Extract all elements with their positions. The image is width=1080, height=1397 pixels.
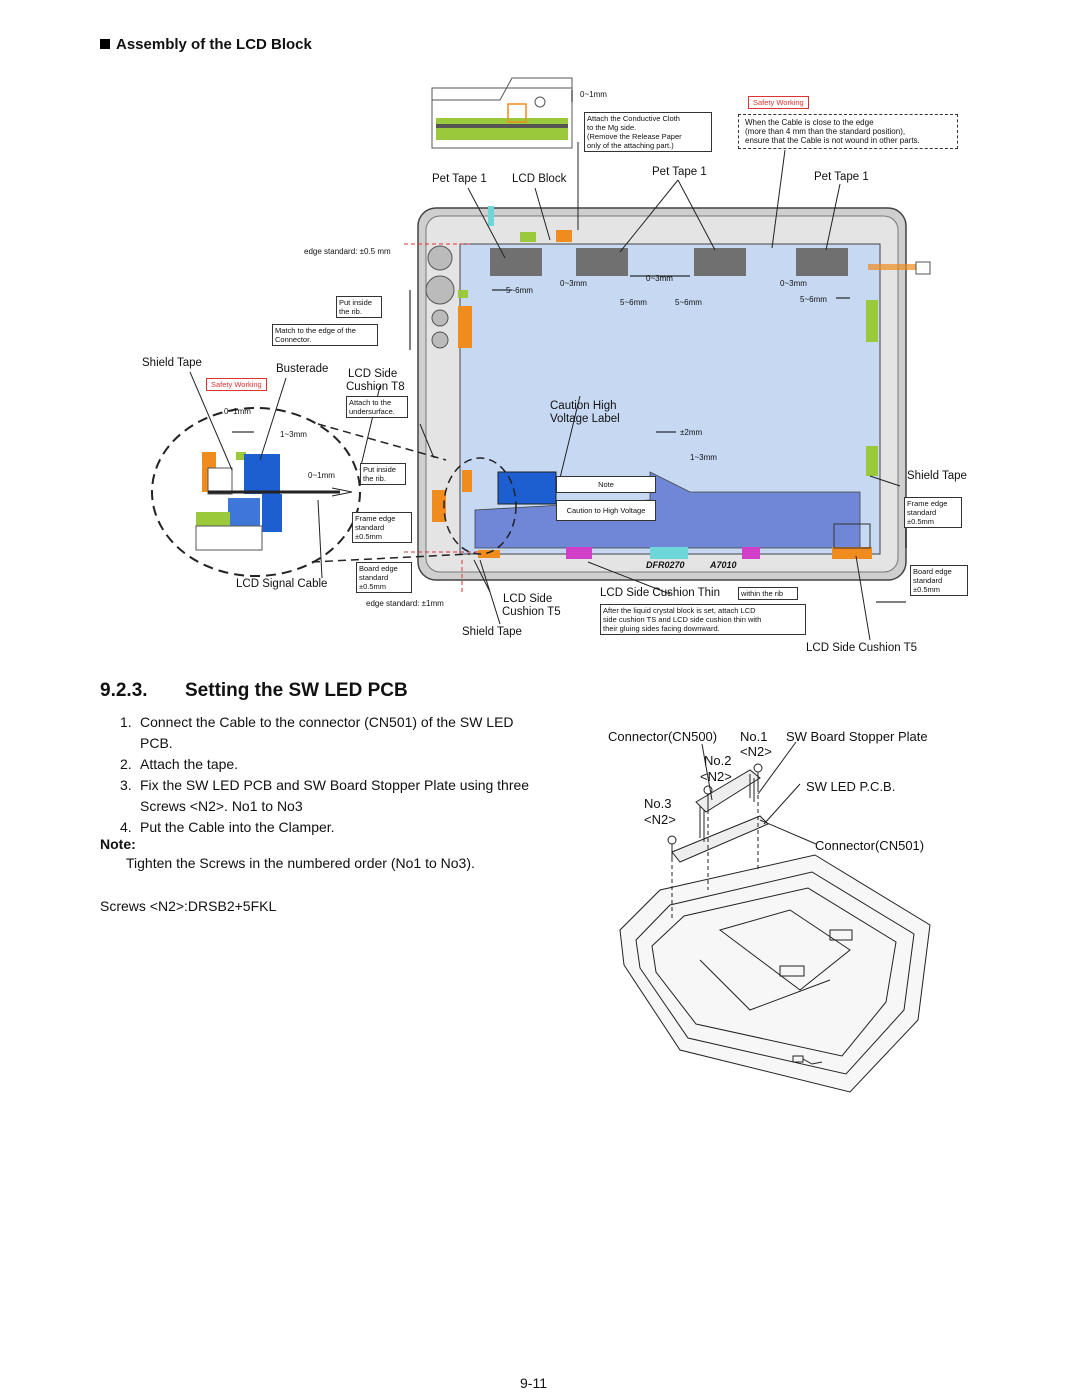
bullet-square-icon <box>100 39 110 49</box>
screws-spec: Screws <N2>:DRSB2+5FKL <box>100 898 277 914</box>
lcd-side-cushion-t5-label: LCD Side Cushion T5 <box>806 642 918 654</box>
edge-standard-label: edge standard: ±1mm <box>366 599 444 608</box>
lcd-signal-cable-label: LCD Signal Cable <box>236 578 328 590</box>
busterade-label: Busterade <box>276 363 329 375</box>
screw-order-label: No.1 <box>740 729 768 744</box>
note-box: Note <box>556 476 656 493</box>
lcd-side-cushion-t8-label: LCD Side <box>348 368 398 380</box>
step-item: 1. Connect the Cable to the connector (CN… <box>120 712 550 754</box>
lcd-side-cushion-thin-label: LCD Side Cushion Thin <box>600 587 720 599</box>
subsection-title: 9.2.3. Setting the SW LED PCB <box>100 680 408 702</box>
step-text: Attach the tape. <box>140 756 239 772</box>
stopper-plate-label: SW Board Stopper Plate <box>786 729 928 744</box>
screw-type-label: <N2> <box>700 769 732 784</box>
step-text: Put the Cable into the Clamper. <box>140 819 335 835</box>
within-rib-note: within the rib <box>738 587 798 600</box>
section-heading-text: Assembly of the LCD Block <box>116 36 312 53</box>
step-text: Fix the SW LED PCB and SW Board Stopper … <box>140 777 530 814</box>
dim-label: 0~1mm <box>308 471 335 480</box>
lcd-block-label: LCD Block <box>512 173 567 185</box>
cable-edge-note: When the Cable is close to the edge(more… <box>738 114 958 149</box>
steps-list: 1. Connect the Cable to the connector (CN… <box>120 712 550 838</box>
panel-code-label: A7010 <box>710 560 737 570</box>
dim-label: 1~3mm <box>690 453 717 462</box>
shield-tape-label: Shield Tape <box>907 470 967 482</box>
lcd-side-cushion-t5-label: LCD Side <box>503 593 553 605</box>
page-number: 9-11 <box>520 1375 547 1391</box>
dim-label: 0~3mm <box>560 279 587 288</box>
screw-type-label: <N2> <box>644 812 676 827</box>
subsection-title-text: Setting the SW LED PCB <box>185 680 408 701</box>
after-liquid-crystal-note: After the liquid crystal block is set, a… <box>600 604 806 635</box>
screw-order-label: No.3 <box>644 796 672 811</box>
panel-code-label: DFR0270 <box>646 560 685 570</box>
note-text: Tighten the Screws in the numbered order… <box>126 855 475 871</box>
pet-tape-label: Pet Tape 1 <box>432 173 487 185</box>
screw-order-label: No.2 <box>704 753 732 768</box>
step-number: 3. <box>120 777 132 793</box>
caution-high-voltage-box: Caution to High Voltage <box>556 500 656 521</box>
subsection-number: 9.2.3. <box>100 680 148 701</box>
dim-label: 5~6mm <box>675 298 702 307</box>
safety-working-badge: Safety Working <box>206 378 267 391</box>
caution-label: Voltage Label <box>550 413 620 425</box>
screw-type-label: <N2> <box>740 744 772 759</box>
dim-label: 5~6mm <box>506 286 533 295</box>
connector-cn501-label: Connector(CN501) <box>815 838 925 853</box>
dim-label: 0~3mm <box>646 274 673 283</box>
section-heading: Assembly of the LCD Block <box>100 36 312 53</box>
step-item: 3. Fix the SW LED PCB and SW Board Stoppe… <box>120 775 550 817</box>
step-number: 1. <box>120 714 132 730</box>
connector-cn500-label: Connector(CN500) <box>608 729 718 744</box>
step-item: 4. Put the Cable into the Clamper. <box>120 817 550 838</box>
dim-label: 0~1mm <box>580 90 607 99</box>
step-number: 2. <box>120 756 132 772</box>
dim-label: ±2mm <box>680 428 703 437</box>
lcd-side-cushion-t8-label: Cushion T8 <box>346 381 405 393</box>
step-text: Connect the Cable to the connector (CN50… <box>140 714 514 751</box>
shield-tape-label: Shield Tape <box>142 357 202 369</box>
pet-tape-label: Pet Tape 1 <box>814 171 869 183</box>
dim-label: 5~6mm <box>620 298 647 307</box>
caution-label: Caution High <box>550 400 617 412</box>
dim-label: 0~1mm <box>224 407 251 416</box>
shield-tape-label: Shield Tape <box>462 626 522 638</box>
dim-label: 0~3mm <box>780 279 807 288</box>
dim-label: 5~6mm <box>800 295 827 304</box>
safety-working-badge: Safety Working <box>748 96 809 109</box>
dim-label: 1~3mm <box>280 430 307 439</box>
sw-led-pcb-diagram <box>619 741 931 1093</box>
detail-zoom-callout <box>151 407 517 577</box>
lcd-frame <box>404 206 931 592</box>
step-number: 4. <box>120 819 132 835</box>
lcd-assembly-diagram <box>151 77 931 641</box>
edge-standard-label: edge standard: ±0.5 mm <box>304 247 391 256</box>
cross-section-inset <box>431 77 573 149</box>
lcd-side-cushion-t5-label: Cushion T5 <box>502 606 561 618</box>
sw-led-pcb-label: SW LED P.C.B. <box>806 779 896 794</box>
note-heading: Note: <box>100 836 136 852</box>
step-item: 2. Attach the tape. <box>120 754 550 775</box>
pet-tape-label: Pet Tape 1 <box>652 166 707 178</box>
